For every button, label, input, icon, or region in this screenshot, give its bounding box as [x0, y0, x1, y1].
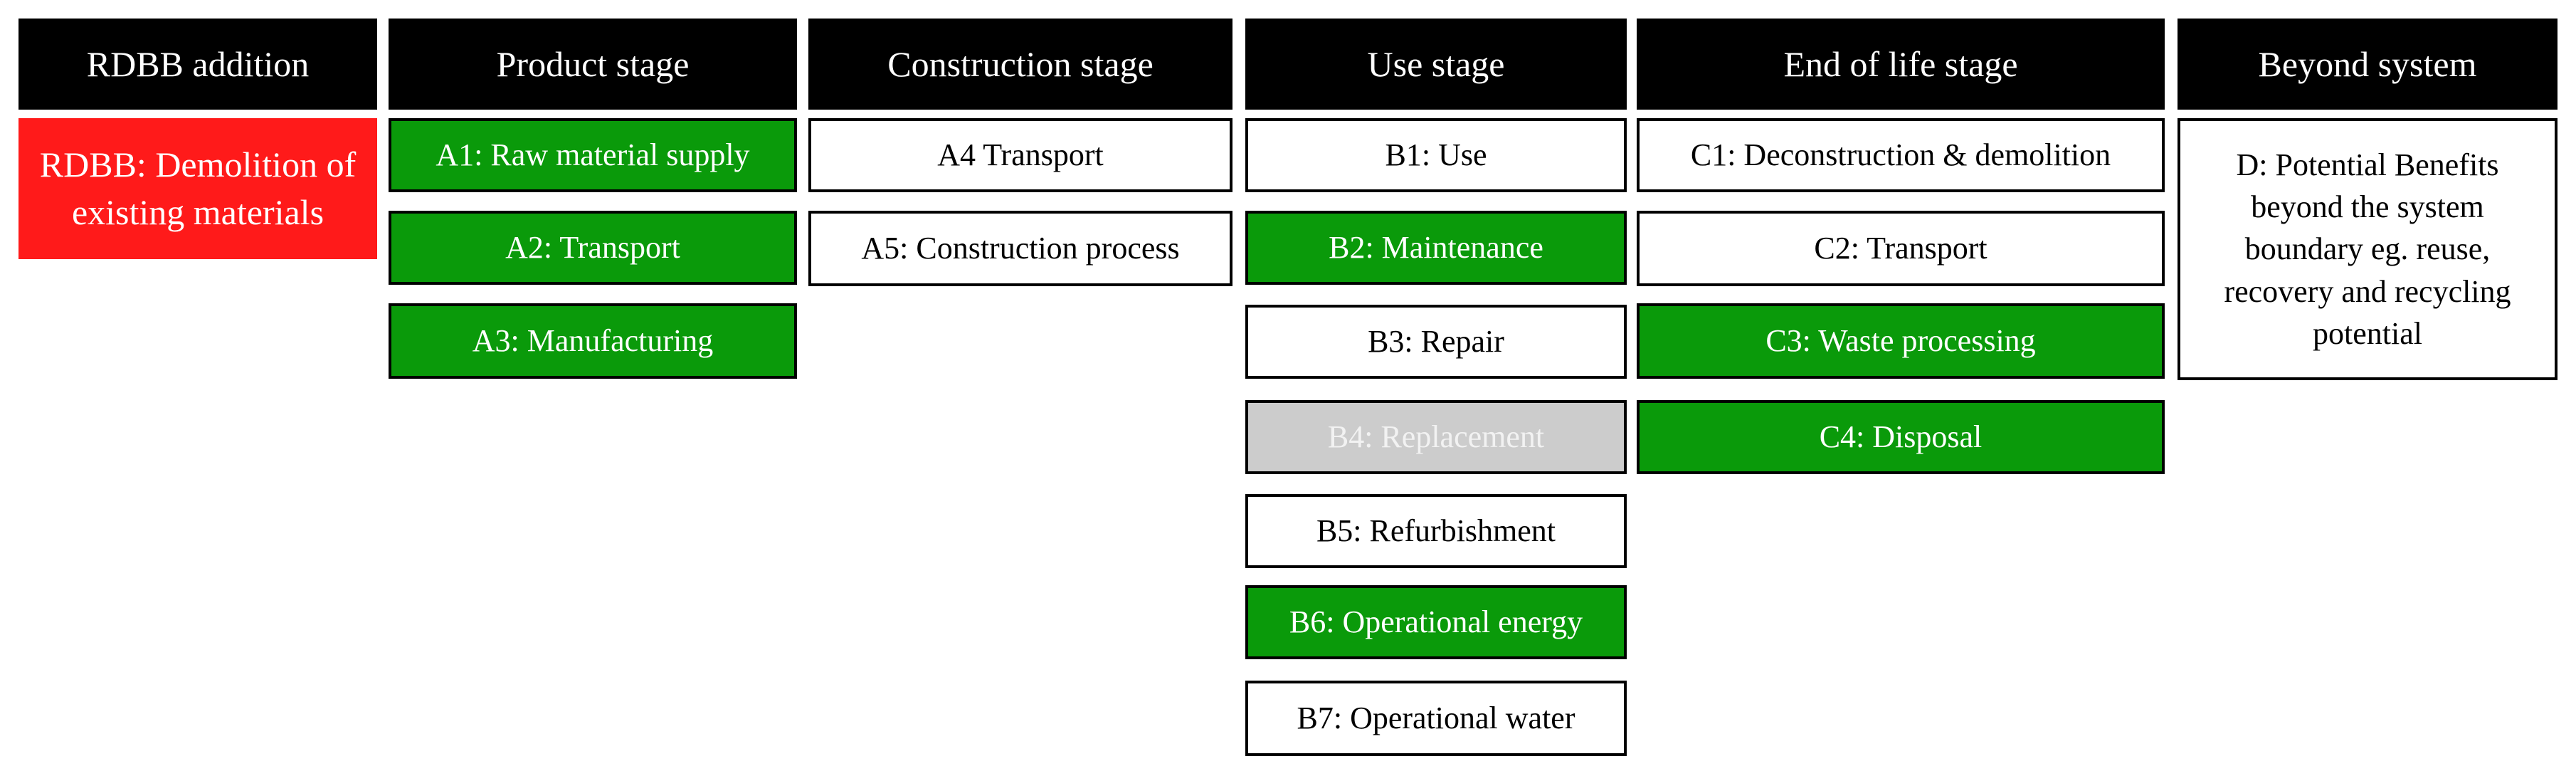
- box-c2-transport: C2: Transport: [1637, 211, 2165, 286]
- header-use-stage: Use stage: [1245, 19, 1627, 110]
- box-b5-refurbishment: B5: Refurbishment: [1245, 494, 1627, 568]
- header-construction-stage: Construction stage: [808, 19, 1232, 110]
- box-a1-raw-material-supply: A1: Raw material supply: [389, 118, 797, 192]
- box-b3-repair: B3: Repair: [1245, 305, 1627, 379]
- box-a5-construction-process: A5: Construction process: [808, 211, 1232, 286]
- header-rdbb-addition: RDBB addition: [19, 19, 377, 110]
- box-c4-disposal: C4: Disposal: [1637, 400, 2165, 474]
- box-d-potential-benefits: D: Potential Benefits beyond the system …: [2178, 118, 2557, 380]
- box-b7-operational-water: B7: Operational water: [1245, 681, 1627, 756]
- box-a2-transport: A2: Transport: [389, 211, 797, 285]
- box-a3-manufacturing: A3: Manufacturing: [389, 303, 797, 379]
- box-c1-deconstruction-demolition: C1: Deconstruction & demolition: [1637, 118, 2165, 192]
- box-rdbb-demolition: RDBB: Demolition of existing materials: [19, 118, 377, 259]
- box-b6-operational-energy: B6: Operational energy: [1245, 585, 1627, 659]
- box-b2-maintenance: B2: Maintenance: [1245, 211, 1627, 285]
- box-c3-waste-processing: C3: Waste processing: [1637, 303, 2165, 379]
- box-a4-transport: A4 Transport: [808, 118, 1232, 192]
- box-b1-use: B1: Use: [1245, 118, 1627, 192]
- header-product-stage: Product stage: [389, 19, 797, 110]
- header-beyond-system: Beyond system: [2178, 19, 2557, 110]
- box-b4-replacement: B4: Replacement: [1245, 400, 1627, 474]
- header-end-of-life-stage: End of life stage: [1637, 19, 2165, 110]
